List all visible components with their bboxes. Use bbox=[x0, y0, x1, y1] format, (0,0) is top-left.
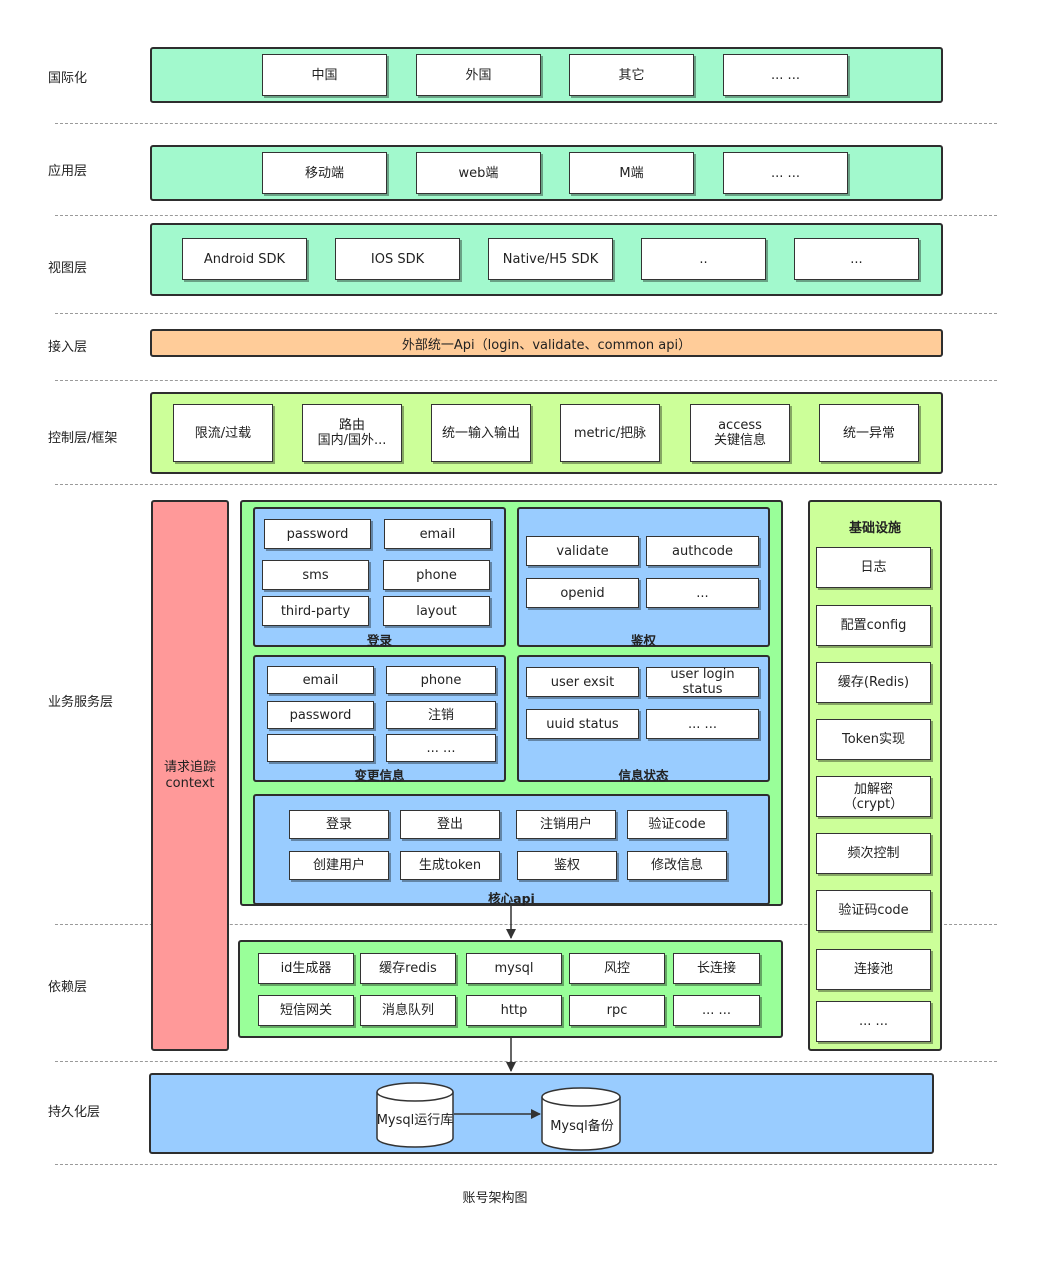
core-item-logout: 登出 bbox=[400, 810, 500, 839]
app-item-m: M端 bbox=[569, 152, 694, 194]
layer-separator bbox=[55, 1061, 997, 1062]
dependency-item-message-queue: 消息队列 bbox=[360, 995, 456, 1026]
view-item-ios-sdk: IOS SDK bbox=[335, 238, 460, 280]
login-item-phone: phone bbox=[383, 560, 490, 590]
layer-label-view: 视图层 bbox=[48, 261, 88, 276]
infra-item-more: ... ... bbox=[816, 1001, 931, 1042]
auth-item-validate: validate bbox=[526, 536, 639, 566]
layer-label-dependency: 依赖层 bbox=[48, 980, 88, 995]
dependency-item-mysql: mysql bbox=[466, 953, 562, 984]
dependency-item-rpc: rpc bbox=[569, 995, 665, 1026]
status-item-login-status: user login status bbox=[646, 667, 759, 697]
login-item-sms: sms bbox=[262, 560, 369, 590]
control-band bbox=[150, 392, 943, 474]
control-item-rate-limit: 限流/过载 bbox=[173, 404, 273, 462]
infra-item-conn-pool: 连接池 bbox=[816, 949, 931, 990]
i18n-item-foreign: 外国 bbox=[416, 54, 541, 96]
core-section-title: 核心api bbox=[488, 891, 535, 906]
control-item-exception: 统一异常 bbox=[819, 404, 919, 462]
infra-title: 基础设施 bbox=[848, 521, 901, 536]
dependency-item-long-connection: 长连接 bbox=[673, 953, 760, 984]
layer-separator bbox=[55, 484, 997, 485]
layer-label-persistence: 持久化层 bbox=[48, 1105, 101, 1120]
dependency-item-redis: 缓存redis bbox=[360, 953, 456, 984]
layer-label-app: 应用层 bbox=[48, 164, 88, 179]
dependency-item-http: http bbox=[466, 995, 562, 1026]
app-item-more: ... ... bbox=[723, 152, 848, 194]
diagram-caption: 账号架构图 bbox=[462, 1191, 528, 1206]
change-item-more: ... ... bbox=[386, 734, 496, 762]
control-item-io: 统一输入输出 bbox=[431, 404, 531, 462]
core-item-deregister-user: 注销用户 bbox=[516, 810, 616, 839]
core-item-login: 登录 bbox=[289, 810, 389, 839]
infra-item-log: 日志 bbox=[816, 547, 931, 588]
change-item-blank bbox=[267, 734, 374, 762]
access-api-bar: 外部统一Api（login、validate、common api） bbox=[150, 329, 943, 357]
login-item-third-party: third-party bbox=[262, 596, 369, 626]
backup-db-cylinder bbox=[541, 1087, 621, 1151]
infra-item-redis-cache: 缓存(Redis) bbox=[816, 662, 931, 703]
status-section-title: 信息状态 bbox=[618, 768, 669, 783]
view-item-android-sdk: Android SDK bbox=[182, 238, 307, 280]
view-item-h5-sdk: Native/H5 SDK bbox=[488, 238, 613, 280]
core-item-verify-code: 验证code bbox=[627, 810, 727, 839]
core-item-modify-info: 修改信息 bbox=[627, 851, 727, 880]
login-item-email: email bbox=[384, 519, 491, 549]
view-item-more-1: .. bbox=[641, 238, 766, 280]
i18n-item-other: 其它 bbox=[569, 54, 694, 96]
layer-separator bbox=[55, 1164, 997, 1165]
infra-item-config: 配置config bbox=[816, 605, 931, 646]
view-item-more-2: ... bbox=[794, 238, 919, 280]
change-item-phone: phone bbox=[386, 666, 496, 694]
change-item-password: password bbox=[267, 701, 374, 729]
auth-item-openid: openid bbox=[526, 578, 639, 608]
login-section-title: 登录 bbox=[366, 633, 392, 648]
app-item-mobile: 移动端 bbox=[262, 152, 387, 194]
layer-separator bbox=[55, 215, 997, 216]
primary-db-label: Mysql运行库 bbox=[376, 1112, 454, 1128]
dependency-item-id-generator: id生成器 bbox=[258, 953, 354, 984]
infra-item-crypt: 加解密 （crypt） bbox=[816, 776, 931, 817]
layer-label-i18n: 国际化 bbox=[48, 71, 88, 86]
login-item-password: password bbox=[264, 519, 371, 549]
layer-separator bbox=[55, 924, 997, 925]
i18n-item-more: ... ... bbox=[723, 54, 848, 96]
control-item-access-info: access 关键信息 bbox=[690, 404, 790, 462]
layer-label-control: 控制层/框架 bbox=[48, 431, 118, 446]
login-item-layout: layout bbox=[383, 596, 490, 626]
auth-section-title: 鉴权 bbox=[630, 633, 656, 648]
infra-item-token: Token实现 bbox=[816, 719, 931, 760]
layer-separator bbox=[55, 380, 997, 381]
layer-separator bbox=[55, 123, 997, 124]
control-item-routing: 路由 国内/国外... bbox=[302, 404, 402, 462]
change-item-email: email bbox=[267, 666, 374, 694]
infra-item-verify-code: 验证码code bbox=[816, 890, 931, 931]
layer-separator bbox=[55, 313, 997, 314]
control-item-metric: metric/把脉 bbox=[560, 404, 660, 462]
dependency-item-risk-control: 风控 bbox=[569, 953, 665, 984]
change-section-title: 变更信息 bbox=[354, 768, 405, 783]
auth-item-authcode: authcode bbox=[646, 536, 759, 566]
status-item-user-exist: user exsit bbox=[526, 667, 639, 697]
dependency-item-more: ... ... bbox=[673, 995, 760, 1026]
request-trace-context: 请求追踪 context bbox=[151, 500, 229, 1051]
core-item-auth: 鉴权 bbox=[517, 851, 617, 880]
status-item-more: ... ... bbox=[646, 709, 759, 739]
core-item-generate-token: 生成token bbox=[400, 851, 500, 880]
layer-label-access: 接入层 bbox=[48, 340, 88, 355]
auth-item-more: ... bbox=[646, 578, 759, 608]
change-item-deregister: 注销 bbox=[386, 701, 496, 729]
core-item-create-user: 创建用户 bbox=[289, 851, 389, 880]
backup-db-label: Mysql备份 bbox=[550, 1118, 614, 1134]
infra-item-rate-control: 频次控制 bbox=[816, 833, 931, 874]
primary-db-cylinder bbox=[376, 1082, 454, 1148]
i18n-item-china: 中国 bbox=[262, 54, 387, 96]
status-item-uuid-status: uuid status bbox=[526, 709, 639, 739]
auth-section bbox=[517, 507, 770, 647]
layer-label-business: 业务服务层 bbox=[48, 695, 114, 710]
dependency-item-sms-gateway: 短信网关 bbox=[258, 995, 354, 1026]
app-item-web: web端 bbox=[416, 152, 541, 194]
